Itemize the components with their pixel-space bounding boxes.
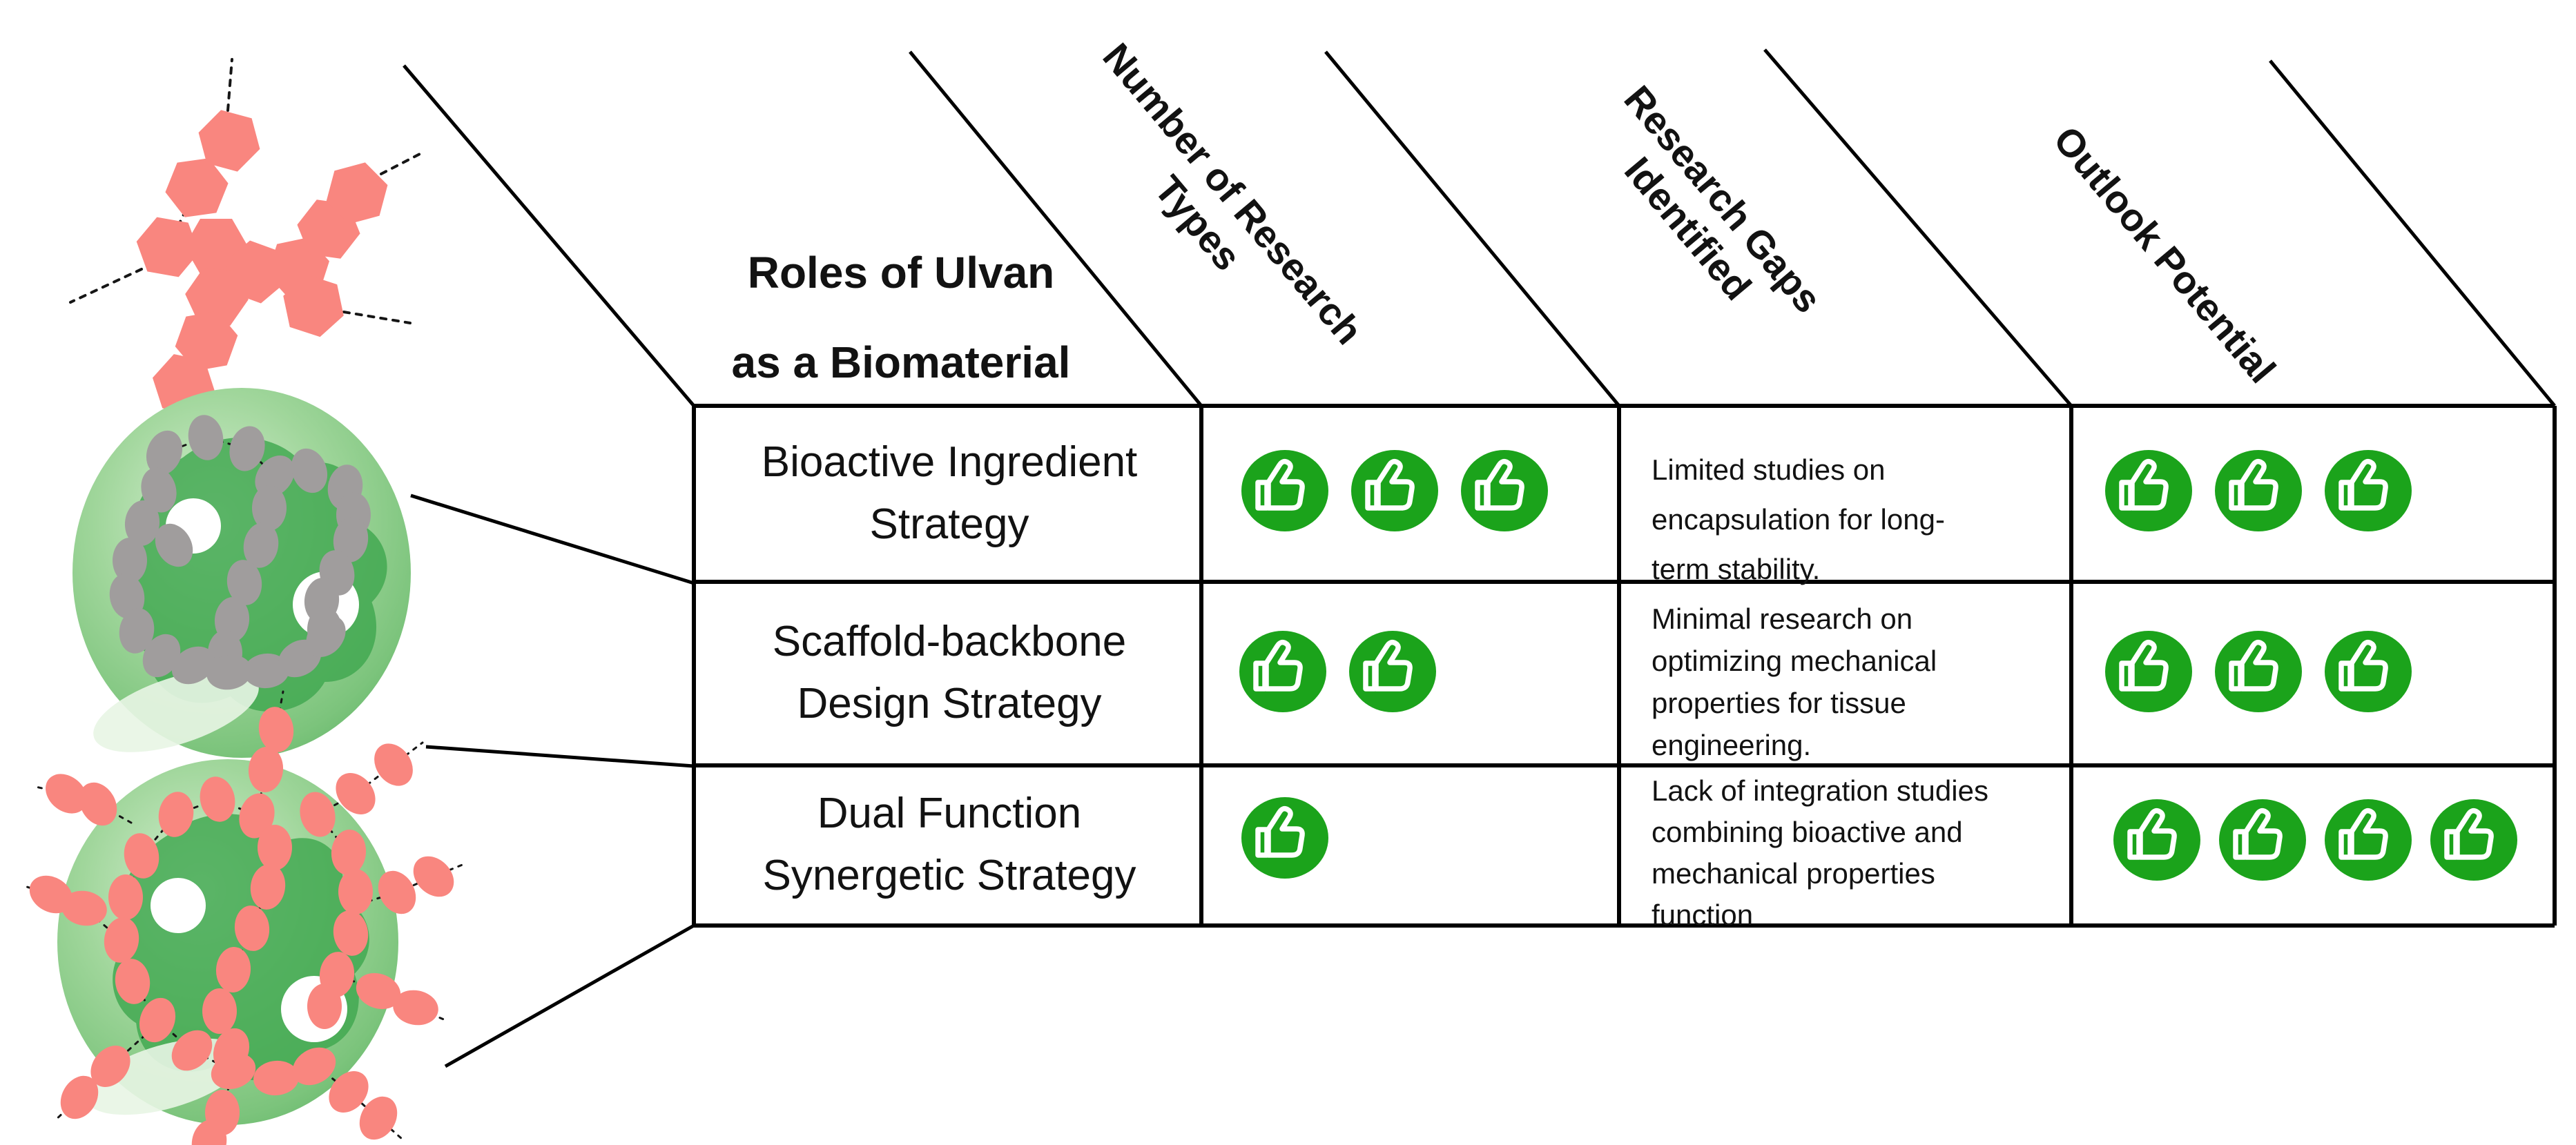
research-types-rating-row-2 (1237, 629, 1438, 714)
thumbs-up-icon (2219, 799, 2306, 881)
thumbs-up-icon (2105, 450, 2192, 531)
row-label-dual-function-synergetic-strategy: Dual Function Synergetic Strategy (708, 783, 1191, 907)
thumbs-up-icon (2215, 450, 2302, 531)
outlook-rating-row-2 (2103, 629, 2414, 714)
hydrogel-sphere-gray-polymer-network (72, 388, 411, 758)
row-label-line: Dual Function (817, 790, 1082, 837)
gap-text-line: Minimal research on (1652, 603, 1913, 635)
row-label-scaffold-backbone-design-strategy: Scaffold-backbone Design Strategy (708, 611, 1191, 735)
row-label-line: Synergetic Strategy (762, 852, 1136, 899)
thumbs-up-icon (1349, 631, 1436, 712)
table-grid-lines (692, 404, 2557, 928)
header-diagonal-lines (403, 48, 2556, 407)
sphere-pore (151, 878, 206, 933)
thumbs-up-icon (2325, 799, 2412, 881)
corner-header: Roles of Ulvan as a Biomaterial (625, 228, 1177, 407)
row-label-line: Strategy (869, 500, 1029, 548)
hydrogel-sphere-pink-polymer-network (22, 690, 465, 1145)
thumbs-up-icon (1239, 631, 1326, 712)
thumbs-up-icon (2215, 631, 2302, 712)
research-gap-text-row-1: Limited studies on encapsulation for lon… (1652, 445, 2052, 594)
research-gap-text-row-3: Lack of integration studies combining bi… (1652, 770, 2052, 936)
gap-text-line: mechanical properties (1652, 857, 1935, 890)
outlook-rating-row-3 (2111, 797, 2519, 883)
gap-text-line: combining bioactive and (1652, 816, 1963, 848)
gap-text-line: Lack of integration studies (1652, 774, 1988, 807)
gap-text-line: encapsulation for long- (1652, 503, 1945, 536)
gap-text-line: optimizing mechanical (1652, 645, 1937, 677)
corner-header-line1: Roles of Ulvan (747, 248, 1055, 297)
gap-text-line: engineering. (1652, 729, 1812, 761)
outlook-rating-row-1 (2103, 448, 2414, 534)
corner-header-line2: as a Biomaterial (731, 337, 1071, 387)
gap-text-line: Limited studies on (1652, 453, 1886, 486)
thumbs-up-icon (2105, 631, 2192, 712)
thumbs-up-icon (2430, 799, 2517, 881)
thumbs-up-icon (2325, 631, 2412, 712)
research-types-rating-row-1 (1239, 448, 1550, 534)
thumbs-up-icon (1461, 450, 1548, 531)
row-label-line: Bioactive Ingredient (761, 438, 1138, 486)
thumbs-up-icon (2325, 450, 2412, 531)
research-types-rating-row-3 (1239, 795, 1330, 881)
thumbs-up-icon (1241, 797, 1328, 879)
gap-text-line: function (1652, 899, 1754, 931)
row-label-bioactive-ingredient-strategy: Bioactive Ingredient Strategy (708, 431, 1191, 556)
gap-text-line: properties for tissue (1652, 687, 1906, 719)
row-label-line: Scaffold-backbone (772, 618, 1127, 665)
gap-text-line: term stability. (1652, 553, 1821, 585)
thumbs-up-icon (2113, 799, 2200, 881)
research-gap-text-row-2: Minimal research on optimizing mechanica… (1652, 598, 2052, 766)
molecule-sugar-units (131, 106, 395, 418)
row-connector-lines (410, 493, 695, 1068)
sphere-highlight (93, 669, 259, 752)
ulvan-polymer-molecule (69, 58, 425, 451)
thumbs-up-icon (1241, 450, 1328, 531)
row-label-line: Design Strategy (797, 680, 1102, 727)
thumbs-up-icon (1351, 450, 1438, 531)
